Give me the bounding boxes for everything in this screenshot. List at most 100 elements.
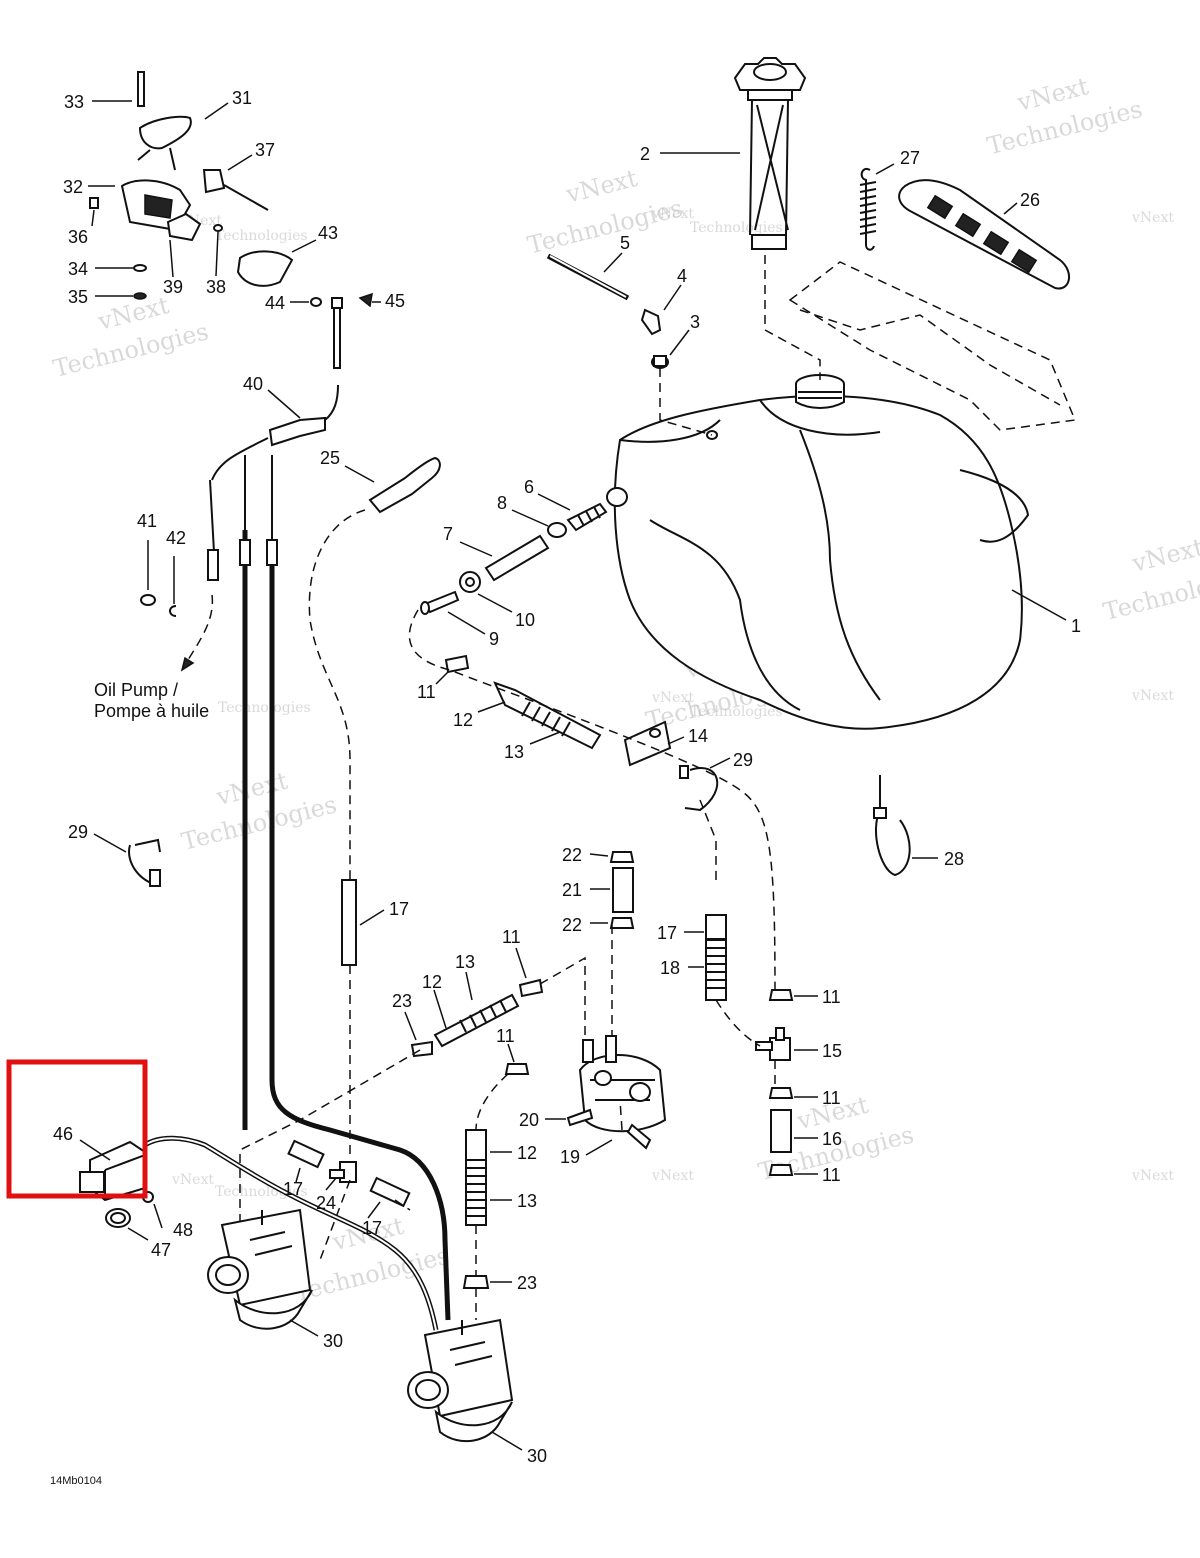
tank-outlet-fitting[interactable] — [566, 502, 608, 532]
o-ring-47[interactable] — [105, 1208, 131, 1228]
watermark: vNext — [1131, 1168, 1174, 1184]
cable-clip-upper[interactable] — [679, 765, 719, 812]
callout-23b: 23 — [517, 1273, 537, 1293]
callout-11d: 11 — [822, 1165, 841, 1185]
callout-31: 31 — [232, 88, 252, 108]
callout-33: 33 — [64, 92, 84, 112]
callout-47: 47 — [151, 1240, 171, 1260]
protective-sleeve[interactable] — [705, 914, 727, 1001]
callout-11b: 11 — [822, 987, 841, 1007]
leader-lines — [79, 100, 1067, 1451]
callout-17: 17 — [389, 899, 409, 919]
fuel-tank[interactable] — [606, 374, 1030, 730]
watermark: vNext — [651, 1168, 694, 1184]
callout-30b: 30 — [527, 1446, 547, 1466]
callout-17c: 17 — [283, 1179, 303, 1199]
nut-35[interactable] — [133, 292, 147, 300]
hose-clamp[interactable] — [547, 522, 567, 538]
heat-shield-gasket[interactable] — [898, 179, 1070, 290]
callout-21: 21 — [562, 880, 582, 900]
callout-13: 13 — [504, 742, 524, 762]
hose-segment-17[interactable] — [287, 879, 411, 1208]
choke-knob[interactable] — [368, 456, 441, 514]
throttle-switch[interactable] — [202, 169, 269, 211]
carburetor-left[interactable] — [207, 1208, 313, 1330]
callout-37: 37 — [255, 140, 275, 160]
throttle-cover[interactable] — [166, 212, 202, 242]
hose-sleeve-upper[interactable] — [493, 681, 602, 750]
tee-fitting-24[interactable] — [329, 1161, 357, 1183]
cable-tie[interactable] — [873, 775, 911, 877]
watermark: Technologies — [525, 194, 686, 260]
tank-support-frame — [764, 255, 1077, 431]
callout-22b: 22 — [562, 915, 582, 935]
highlight-box — [6, 1059, 148, 1199]
primer-solenoid[interactable] — [79, 1140, 146, 1202]
watermark: Technologies — [215, 1184, 308, 1200]
fuel-lines — [239, 509, 776, 1320]
tee-fitting[interactable] — [755, 1027, 791, 1061]
watermark: vNext — [1131, 688, 1174, 704]
elbow-fitting[interactable] — [420, 590, 460, 615]
clip-45[interactable] — [358, 292, 373, 308]
filter-hose[interactable] — [612, 867, 634, 913]
small-screw-38[interactable] — [213, 224, 223, 232]
clip-44[interactable] — [310, 297, 322, 307]
callout-12c: 12 — [517, 1143, 537, 1163]
callout-12: 12 — [453, 710, 473, 730]
watermark: Technologies — [690, 220, 783, 236]
callout-41: 41 — [137, 511, 157, 531]
vent-fitting[interactable] — [640, 308, 662, 336]
drawing-code: 14Mb0104 — [50, 1475, 102, 1487]
callout-11c: 11 — [822, 1088, 841, 1108]
fuel-gauge-sender[interactable] — [733, 57, 807, 250]
callout-30: 30 — [323, 1331, 343, 1351]
hose-clamps-right[interactable] — [768, 989, 794, 1176]
spring[interactable] — [859, 167, 877, 251]
callout-35: 35 — [68, 287, 88, 307]
hose-bracket[interactable] — [623, 720, 672, 767]
callout-45: 45 — [385, 291, 405, 311]
callout-1: 1 — [1071, 616, 1081, 636]
callout-48: 48 — [173, 1220, 193, 1240]
callout-25: 25 — [320, 448, 340, 468]
callout-17b: 17 — [657, 923, 677, 943]
throttle-cables[interactable] — [143, 384, 451, 1331]
callout-42: 42 — [166, 528, 186, 548]
lock-washer[interactable] — [133, 264, 147, 272]
throttle-lever[interactable] — [137, 115, 192, 171]
carburetor-right[interactable] — [407, 1318, 514, 1442]
fuel-hose[interactable] — [484, 534, 550, 582]
throttle-bracket[interactable] — [236, 250, 294, 287]
callout-16: 16 — [822, 1129, 842, 1149]
washer-41[interactable] — [140, 594, 156, 606]
callout-15: 15 — [822, 1041, 842, 1061]
callout-27: 27 — [900, 148, 920, 168]
throttle-pin[interactable] — [137, 71, 145, 107]
callout-14: 14 — [688, 726, 708, 746]
callout-9: 9 — [489, 629, 499, 649]
hose-vertical-lower[interactable] — [465, 1129, 487, 1226]
callout-39: 39 — [163, 277, 183, 297]
hose-clamps-middle[interactable] — [410, 654, 635, 1289]
fuel-pump[interactable] — [578, 1035, 667, 1150]
callout-46: 46 — [53, 1124, 73, 1144]
callout-11f: 11 — [496, 1026, 515, 1046]
callout-11e: 11 — [502, 927, 521, 947]
watermark: Technologies — [215, 228, 308, 244]
callout-23: 23 — [392, 991, 412, 1011]
pump-screw[interactable] — [566, 1108, 594, 1127]
circlip-42[interactable] — [169, 605, 177, 617]
hose-short[interactable] — [770, 1109, 792, 1153]
vent-grommet[interactable] — [651, 355, 713, 436]
fuel-grommet[interactable] — [459, 571, 481, 593]
callout-22: 22 — [562, 845, 582, 865]
clip-29-left[interactable] — [128, 838, 161, 887]
vent-hose[interactable] — [546, 253, 630, 301]
cable-adjuster[interactable] — [331, 297, 343, 369]
watermark: vNext — [562, 164, 640, 209]
callout-36: 36 — [68, 227, 88, 247]
hose-sleeve-middle[interactable] — [433, 993, 520, 1048]
callout-7: 7 — [443, 524, 453, 544]
